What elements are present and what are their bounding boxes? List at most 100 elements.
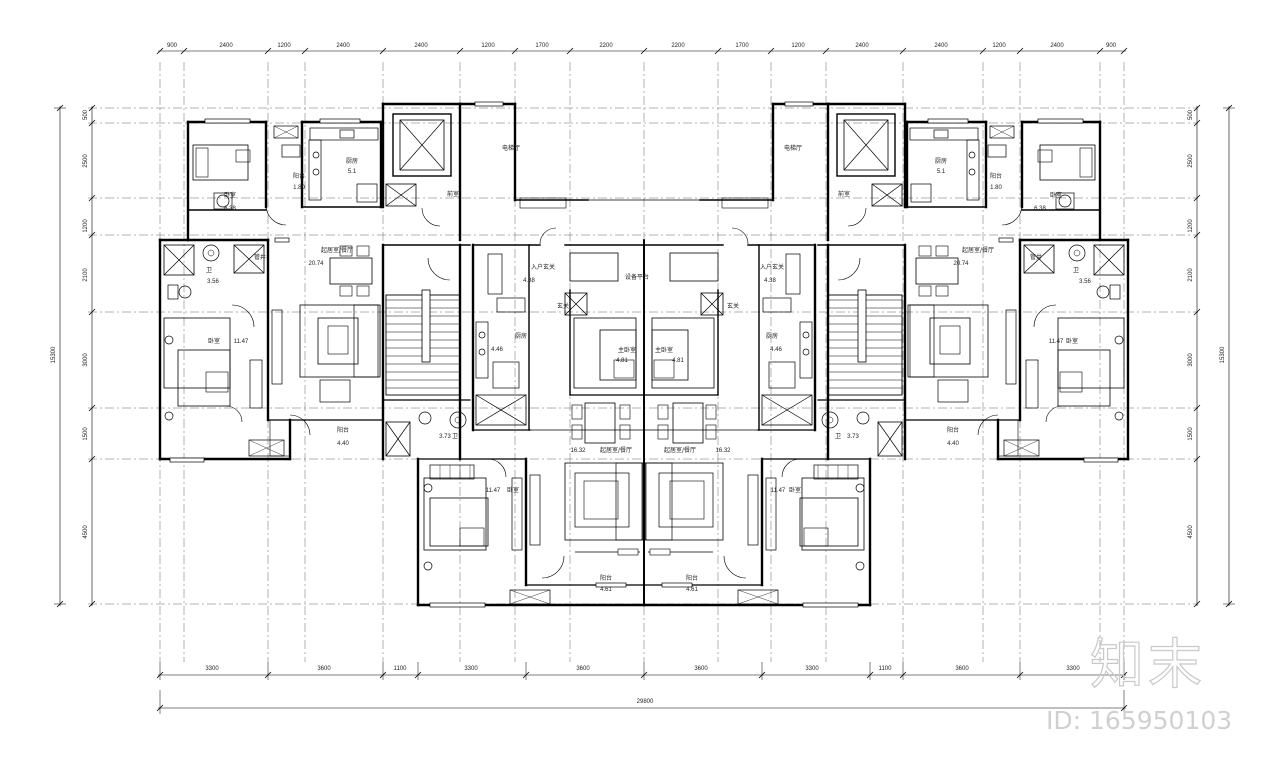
circle bbox=[1114, 411, 1124, 421]
room-name: 起居室/餐厅 bbox=[321, 246, 353, 254]
basin bbox=[202, 244, 220, 262]
dim-tick bbox=[511, 47, 519, 55]
dim-right-2: 2500 bbox=[1188, 154, 1194, 168]
dim-top-3: 1200 bbox=[277, 43, 291, 49]
counter bbox=[909, 127, 979, 141]
dim-top-11: 1200 bbox=[791, 43, 805, 49]
dining-table bbox=[584, 402, 616, 444]
dining-chair bbox=[571, 404, 583, 420]
room-area: 4.46 bbox=[491, 347, 503, 353]
room-area: 16.32 bbox=[715, 448, 731, 454]
circle bbox=[478, 331, 486, 339]
dim-top-15: 2400 bbox=[1050, 43, 1064, 49]
toilet-tank bbox=[167, 284, 179, 300]
bed bbox=[599, 329, 637, 381]
room-name: 厨房 bbox=[346, 157, 358, 165]
dims-left: 500 2500 1200 2100 3000 1500 4500 15300 bbox=[51, 109, 89, 538]
dim-left-6: 1500 bbox=[83, 427, 89, 441]
room-name: 电梯厅 bbox=[502, 144, 520, 152]
room-area: 6.38 bbox=[1034, 206, 1046, 212]
dining-chair bbox=[918, 245, 932, 257]
window bbox=[784, 101, 814, 107]
counter bbox=[496, 297, 526, 313]
door-swing bbox=[731, 227, 749, 245]
room-labels-left: 卧室 6.38 阳台 1.80 厨房 5.1 卫 3.56 起居室/餐厅 20.… bbox=[206, 144, 649, 593]
room-area: 3.73 bbox=[439, 434, 451, 440]
dim-tick bbox=[1096, 47, 1104, 55]
room-area: 4.38 bbox=[523, 278, 535, 284]
thin-line bbox=[989, 125, 1015, 139]
axis-grid bbox=[88, 62, 1198, 662]
fridge bbox=[356, 183, 378, 203]
pillow bbox=[1037, 149, 1053, 163]
door-swing bbox=[225, 405, 243, 423]
room-name: 入户玄关 bbox=[531, 263, 555, 271]
bed bbox=[651, 329, 689, 381]
duct bbox=[564, 292, 588, 316]
door-swing bbox=[1045, 405, 1063, 423]
thin-line bbox=[761, 394, 813, 426]
dim-tick bbox=[88, 231, 96, 239]
wardrobe bbox=[813, 464, 859, 480]
room-area: 4.61 bbox=[600, 587, 612, 593]
shoe-cabinet bbox=[785, 253, 801, 295]
quilt bbox=[613, 359, 635, 379]
sofa bbox=[615, 462, 643, 541]
room-name: 卧室 bbox=[224, 191, 236, 199]
dims-top: 900 2400 1200 2400 2400 1200 1700 2200 2… bbox=[167, 43, 1117, 49]
duct bbox=[871, 183, 903, 207]
tv-cabinet bbox=[1005, 309, 1017, 385]
thin-line bbox=[737, 589, 779, 605]
balcony-rail bbox=[269, 419, 291, 457]
elevator-car bbox=[843, 119, 889, 171]
room-name: 阳台 bbox=[947, 426, 959, 434]
door-swing bbox=[231, 304, 255, 328]
bedroom bbox=[801, 477, 865, 551]
door-swing bbox=[427, 257, 451, 281]
dim-top-14: 1200 bbox=[992, 43, 1006, 49]
dining-chair bbox=[935, 245, 949, 257]
washer bbox=[987, 144, 1007, 158]
room-area: 16.32 bbox=[570, 448, 586, 454]
dim-tick bbox=[1193, 455, 1201, 463]
dim-top-16: 900 bbox=[1106, 43, 1117, 49]
dining-chair bbox=[571, 424, 583, 440]
wardrobe bbox=[429, 464, 475, 480]
dining-chair bbox=[935, 285, 949, 297]
sofa bbox=[645, 462, 673, 541]
room-area: 11.47 bbox=[234, 339, 249, 345]
elevator-car bbox=[399, 119, 445, 171]
dim-top-4: 2400 bbox=[336, 43, 350, 49]
ac-unit bbox=[509, 589, 551, 605]
thin-line bbox=[871, 183, 903, 207]
elevator-shaft bbox=[836, 113, 896, 177]
window bbox=[927, 118, 969, 124]
thin-line bbox=[399, 119, 445, 171]
ac-unit bbox=[248, 439, 285, 457]
thin-line bbox=[385, 421, 411, 457]
room-name: 玄关 bbox=[557, 302, 569, 310]
dim-height-right: 15300 bbox=[1220, 346, 1226, 363]
tv-cabinet bbox=[747, 474, 759, 546]
ac-unit bbox=[1003, 439, 1040, 457]
door-swing bbox=[1033, 304, 1057, 328]
dining-chair bbox=[339, 245, 353, 257]
dim-tick bbox=[640, 47, 648, 55]
bed bbox=[1039, 144, 1096, 181]
dim-right-3: 1200 bbox=[1188, 219, 1194, 233]
door-swing bbox=[847, 207, 867, 227]
tv-cabinet bbox=[271, 309, 283, 385]
circle bbox=[1058, 194, 1072, 208]
circle bbox=[423, 483, 433, 493]
stair-handrail bbox=[857, 289, 867, 363]
thin-line bbox=[385, 183, 417, 207]
dining-chair bbox=[657, 424, 669, 440]
unit-right bbox=[642, 101, 1130, 608]
room-name: 管井 bbox=[1030, 253, 1042, 261]
toilet bbox=[178, 285, 192, 299]
dining-table bbox=[915, 257, 959, 285]
toilet bbox=[1096, 285, 1110, 299]
room-area: 4.38 bbox=[764, 278, 776, 284]
bedroom bbox=[163, 317, 231, 389]
sink bbox=[933, 129, 949, 139]
